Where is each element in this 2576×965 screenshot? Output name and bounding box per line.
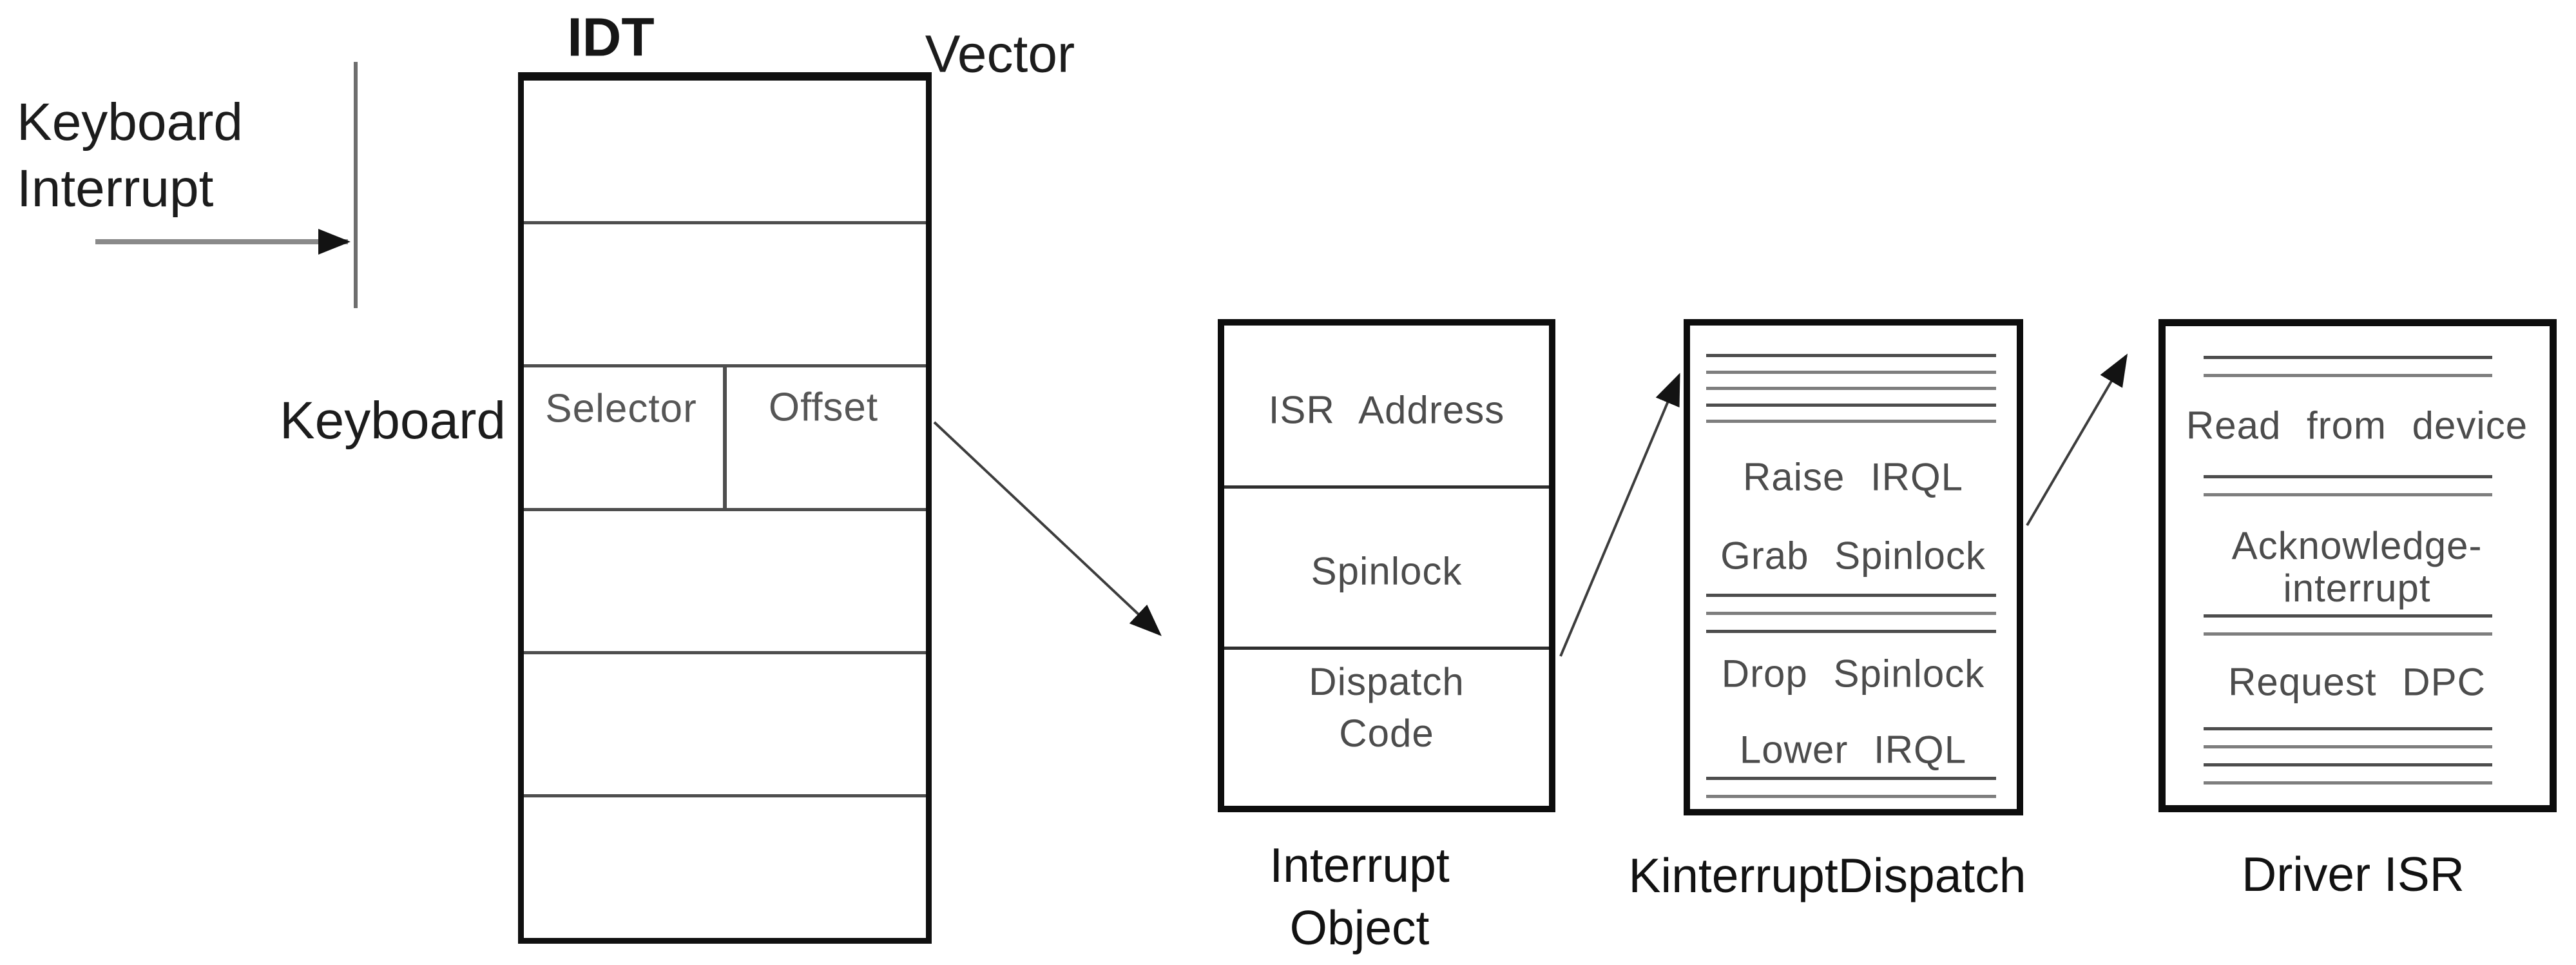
drop-spinlock-step: Drop Spinlock — [1721, 652, 1985, 696]
kinterruptdispatch-box — [1684, 319, 2023, 815]
read-from-device-step: Read from device — [2186, 404, 2528, 447]
keyboard-row-label: Keyboard — [279, 391, 506, 450]
code-rule-line — [2204, 763, 2492, 766]
idt-row-divider — [524, 364, 926, 367]
vector-label: Vector — [925, 24, 1075, 84]
interrupt-object-box — [1218, 319, 1555, 812]
interrupt-object-caption-line2: Object — [1289, 901, 1430, 955]
code-rule-line — [1706, 404, 1996, 407]
code-rule-line — [2204, 356, 2492, 359]
interrupt-object-caption-line1: Interrupt — [1269, 838, 1450, 892]
keyboard-interrupt-label-line1: Keyboard — [17, 93, 244, 151]
grab-spinlock-step: Grab Spinlock — [1720, 534, 1986, 578]
dispatch-code-line1: Dispatch — [1309, 660, 1465, 703]
kinterruptdispatch-caption: KinterruptDispatch — [1628, 848, 2026, 902]
acknowledge-interrupt-line2: interrupt — [2283, 567, 2431, 610]
dispatch-code-line2: Code — [1339, 712, 1434, 755]
code-rule-line — [2204, 475, 2492, 478]
code-rule-line — [1706, 420, 1996, 423]
code-rule-line — [2204, 493, 2492, 496]
spinlock-field: Spinlock — [1311, 549, 1463, 593]
raise-irql-step: Raise IRQL — [1742, 455, 1964, 499]
arrow-kinterruptdispatch-to-driver-isr — [2026, 353, 2128, 527]
code-rule-line — [2204, 374, 2492, 377]
code-rule-line — [2204, 781, 2492, 785]
idt-row-divider — [524, 221, 926, 224]
code-rule-line — [2204, 614, 2492, 618]
idt-selector-offset-divider — [723, 367, 727, 508]
acknowledge-interrupt-line1: Acknowledge- — [2231, 524, 2483, 567]
interrupt-object-caption: Interrupt Object — [1269, 834, 1449, 959]
idt-offset-cell: Offset — [768, 385, 879, 430]
idt-selector-cell: Selector — [545, 386, 697, 431]
request-dpc-step: Request DPC — [2228, 660, 2486, 704]
code-rule-line — [1706, 371, 1996, 374]
lower-irql-step: Lower IRQL — [1739, 728, 1967, 772]
code-rule-line — [1706, 777, 1996, 780]
idt-title: IDT — [567, 6, 655, 68]
code-rule-line — [2204, 745, 2492, 748]
idt-row-divider — [524, 794, 926, 797]
code-rule-line — [1706, 387, 1996, 390]
acknowledge-interrupt-step: Acknowledge- interrupt — [2232, 525, 2483, 610]
interrupt-object-divider — [1224, 647, 1549, 650]
code-rule-line — [1706, 795, 1996, 798]
idt-row-divider — [524, 651, 926, 654]
isr-address-field: ISR Address — [1268, 388, 1505, 432]
code-rule-line — [1706, 612, 1996, 615]
arrow-idt-to-interrupt-object — [933, 421, 1162, 636]
code-rule-line — [1706, 630, 1996, 633]
code-rule-line — [1706, 354, 1996, 357]
arrow-interrupt-object-to-kinterruptdispatch — [1559, 373, 1680, 657]
interrupt-object-divider — [1224, 485, 1549, 489]
idt-row-divider — [524, 508, 926, 511]
code-rule-line — [2204, 727, 2492, 730]
code-rule-line — [2204, 632, 2492, 636]
code-rule-line — [1706, 594, 1996, 597]
keyboard-interrupt-label: Keyboard Interrupt — [17, 89, 243, 222]
idt-table — [518, 72, 932, 944]
keyboard-interrupt-label-line2: Interrupt — [17, 159, 214, 218]
driver-isr-caption: Driver ISR — [2242, 847, 2465, 901]
dispatch-code-field: Dispatch Code — [1309, 656, 1464, 759]
